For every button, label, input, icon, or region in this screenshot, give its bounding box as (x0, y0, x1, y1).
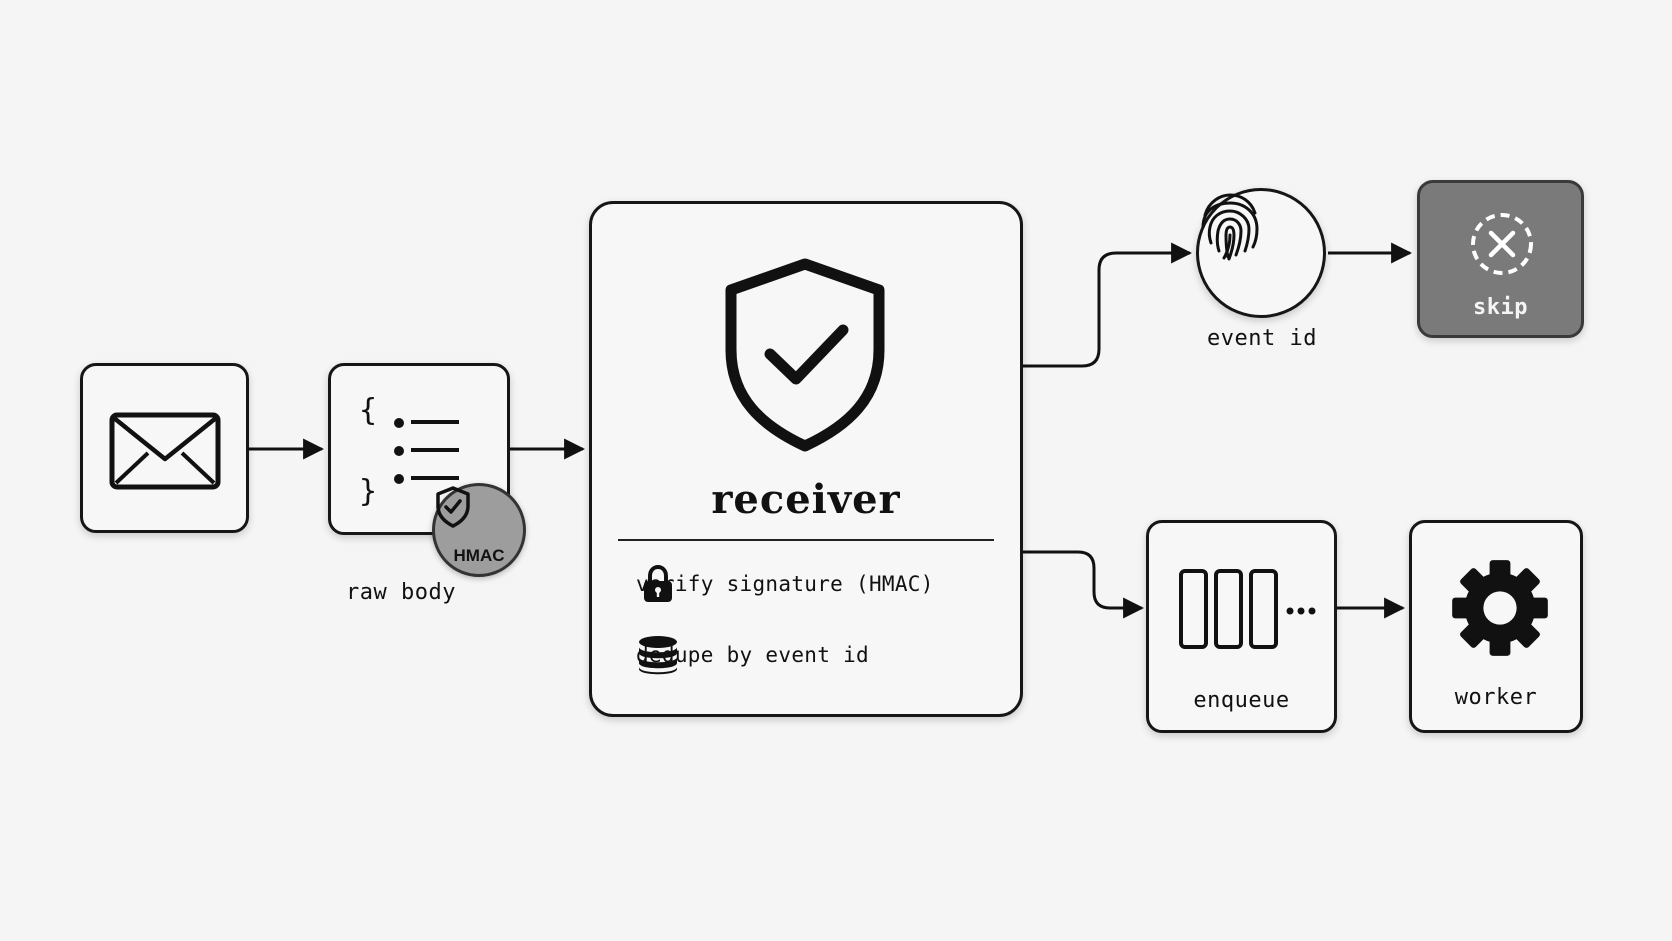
database-icon (639, 636, 677, 675)
hmac-label: HMAC (453, 546, 505, 565)
skip-label: skip (1473, 295, 1528, 320)
worker-label: worker (1454, 685, 1538, 710)
worker-node: worker (1409, 520, 1583, 733)
skip-node: skip (1417, 180, 1584, 338)
enqueue-node: enqueue (1146, 520, 1337, 733)
check-dedupe: dedupe by event id (636, 635, 869, 675)
queue-icon (1179, 569, 1316, 649)
receiver-title: receiver (711, 476, 901, 523)
arrow-receiver-to-event-id (1023, 242, 1193, 368)
enqueue-label: enqueue (1193, 688, 1290, 713)
receiver-divider (618, 539, 994, 541)
envelope-icon (109, 412, 221, 490)
gear-icon (1452, 560, 1548, 656)
shield-check-icon (725, 258, 885, 452)
incoming-webhook-node (80, 363, 249, 533)
x-circle-icon (1471, 213, 1533, 275)
hmac-badge: HMAC (432, 483, 526, 577)
fingerprint-icon (1201, 193, 1259, 261)
json-list-icon: { } (359, 393, 459, 506)
shield-check-icon (436, 486, 470, 528)
lock-icon (644, 564, 672, 602)
svg-text:{: { (359, 393, 377, 428)
arrow-receiver-to-enqueue (1023, 550, 1145, 619)
svg-text:}: } (359, 474, 377, 506)
event-id-node (1196, 188, 1326, 318)
check-verify-signature: verify signature (HMAC) (636, 564, 934, 604)
event-id-label: event id (1207, 326, 1317, 351)
raw-body-label: raw body (346, 580, 456, 605)
receiver-node: receiver verify signature (HMAC) dedupe … (589, 201, 1023, 717)
check-signature-label: verify signature (HMAC) (636, 572, 934, 596)
